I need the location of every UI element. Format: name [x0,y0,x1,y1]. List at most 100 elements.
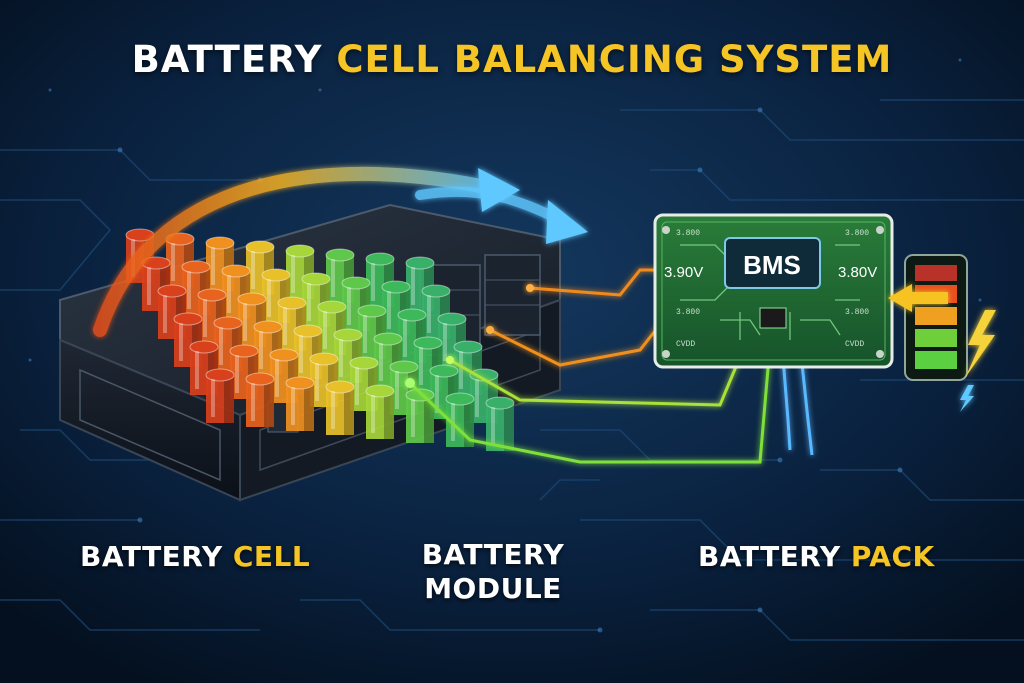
battery-cell-top [365,384,395,398]
bms-tiny-mid-left: 3.800 [676,308,701,317]
battery-cell-shade [344,387,354,435]
battery-cell-highlight [243,303,247,341]
battery-cell-highlight [475,379,479,417]
bms-board [653,213,894,369]
battery-cell-highlight [291,387,295,425]
battery-cell-top [349,356,379,370]
battery-cell-shade [264,379,274,427]
battery-cell-top [237,292,267,306]
battery-cell-highlight [195,351,199,389]
battery-cell-top [309,352,339,366]
label-battery-module: BATTERY MODULE [418,538,568,606]
battery-cell-top [221,264,251,278]
battery-level-icon [904,254,968,381]
battery-cell-highlight [179,323,183,361]
battery-cell-highlight [187,271,191,309]
battery-cell-highlight [163,295,167,333]
battery-cell-top [405,256,435,270]
battery-cell-body [286,383,314,431]
label-cell-highlight: CELL [232,540,311,573]
battery-cell-highlight [211,379,215,417]
label-pack-white: BATTERY [698,540,851,573]
label-module-line1: BATTERY [421,538,565,571]
battery-cell-highlight [283,307,287,345]
battery-cell-highlight [235,355,239,393]
battery-cell-highlight [371,263,375,301]
battery-cell-highlight [347,287,351,325]
battery-cell-shade [424,395,434,443]
diagram-title: BATTERY CELL BALANCING SYSTEM [0,38,1024,81]
battery-cell-highlight [419,347,423,385]
battery-cell-body [326,387,354,435]
battery-cell-highlight [171,243,175,281]
battery-cell-top [285,244,315,258]
battery-cell-top [285,376,315,390]
label-battery-cell: BATTERY CELL [80,540,310,574]
battery-cell-top [485,396,515,410]
battery-cell-top [381,280,411,294]
battery-cell-top [213,316,243,330]
battery-cell-highlight [331,259,335,297]
battery-cell-top [429,364,459,378]
battery-cell-top [357,304,387,318]
battery-cell-highlight [411,399,415,437]
lightning-bolt-icon [965,310,996,378]
battery-cell-top [189,340,219,354]
battery-cell-highlight [427,295,431,333]
background-circuit-traces [0,99,1024,641]
battery-cell-top [445,392,475,406]
battery-cell-highlight [259,331,263,369]
wire-green-2 [408,344,772,464]
bms-tiny-bot-left: CVDD [676,340,696,349]
battery-cell-top [157,284,187,298]
battery-cell-top [205,368,235,382]
battery-cell-top [245,240,275,254]
battery-cell-top [269,348,299,362]
battery-cell-highlight [403,319,407,357]
signal-wires [408,268,814,464]
bms-label: BMS [743,250,801,280]
battery-cell-top [277,296,307,310]
bms-tiny-top-right: 3.800 [845,229,870,238]
small-lightning-icon [960,385,974,412]
battery-cell-shade [504,403,514,451]
battery-cell-shade [464,399,474,447]
battery-cell-highlight [411,267,415,305]
battery-cell-highlight [323,311,327,349]
label-battery-pack: BATTERY PACK [698,540,935,574]
battery-cell-highlight [379,343,383,381]
wire-blue-2 [798,344,814,456]
battery-cell-top [333,328,363,342]
arc-arrowhead-1 [478,168,520,212]
battery-cell-top [389,360,419,374]
battery-cell-highlight [219,327,223,365]
battery-cell-top [197,288,227,302]
battery-cell-top [253,320,283,334]
arc-arrowhead-2 [546,200,588,244]
battery-cell-highlight [395,371,399,409]
label-cell-white: BATTERY [80,540,233,573]
battery-cell-top [317,300,347,314]
battery-cell-highlight [147,267,151,305]
label-pack-highlight: PACK [850,540,935,573]
battery-cell-top [365,252,395,266]
battery-cell-top [229,344,259,358]
battery-cell-top [341,276,371,290]
battery-cell-top [205,236,235,250]
battery-cell-top [421,284,451,298]
title-part-white: BATTERY [131,38,337,81]
bms-voltage-left: 3.90V [664,264,704,281]
battery-cell-shade [224,375,234,423]
battery-cell-highlight [331,391,335,429]
battery-cell-highlight [339,339,343,377]
bms-chip [724,237,821,289]
charge-arrow-icon [888,284,948,312]
wire-orange-1 [529,268,662,297]
battery-cells [125,228,515,451]
battery-cell-highlight [275,359,279,397]
battery-cell-highlight [227,275,231,313]
bms-tiny-bot-right: CVDD [845,340,865,349]
battery-cell-top [325,248,355,262]
